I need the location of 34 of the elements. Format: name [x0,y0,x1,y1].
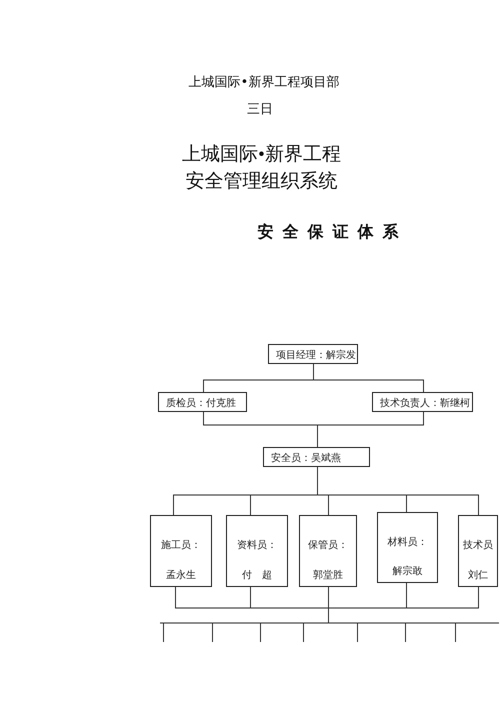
connector-line [328,586,479,608]
person-name: 付 超 [242,570,272,582]
position-label: 项目经理：解宗发 [276,350,356,362]
connector-line [160,608,500,642]
position-label: 安全员：吴斌燕 [271,453,341,465]
org-box [226,515,288,587]
person-name: 孟永生 [166,570,196,582]
connector-line [317,466,479,516]
role-label: 材料员： [388,537,428,549]
person-name: 解宗敢 [392,566,422,578]
org-box [458,515,498,587]
connector-line [328,586,329,608]
connector-line [313,364,424,392]
connector-line [250,586,329,608]
chart-title: 上城国际•新界工程安全管理组织系统 [181,143,342,194]
role-label: 施工员： [161,540,201,552]
role-label: 技术员 [463,540,493,552]
position-label: 质检员：付克胜 [166,398,236,410]
person-name: 郭堂胜 [313,570,343,582]
org-box [268,344,358,364]
org-box [372,392,473,412]
role-label: 保管员： [308,540,348,552]
org-box [150,515,212,587]
person-name: 刘仁 [468,570,488,582]
role-label: 资料员： [237,540,277,552]
section-heading: 安全保证体系 [256,222,408,243]
org-box [263,447,370,467]
position-label: 技术负责人：靳继柯 [380,398,470,410]
org-box [299,515,357,587]
connector-line [317,412,424,448]
org-box [377,512,438,583]
org-box [158,392,247,412]
department-heading: 上城国际•新界工程项目部 [188,74,340,91]
date-text: 三日 [247,101,273,118]
